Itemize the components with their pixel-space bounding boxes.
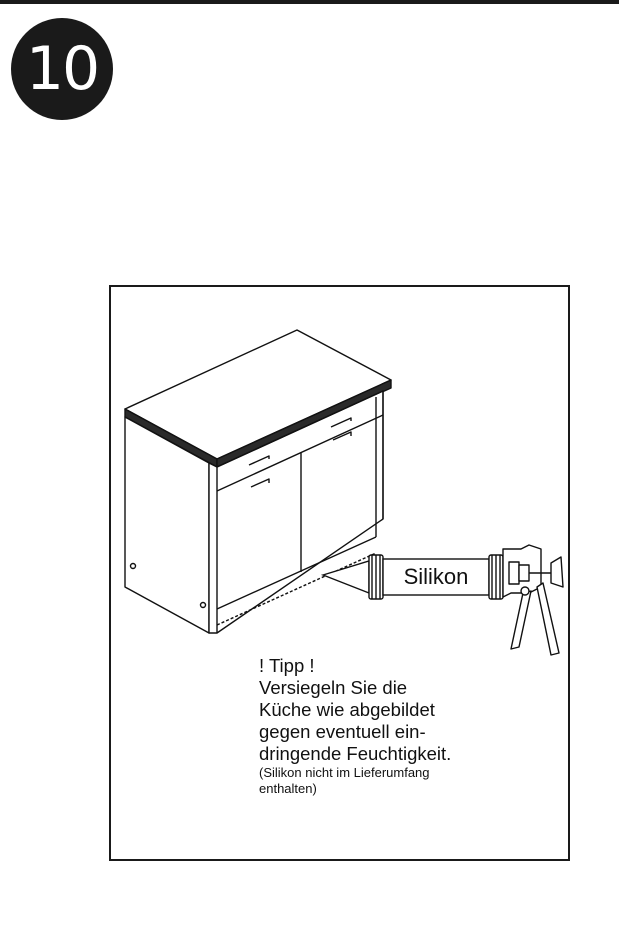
tube-label: Silikon <box>404 564 469 589</box>
kitchen-cabinet-icon <box>124 329 392 634</box>
tip-line: dringende Feuchtigkeit. <box>259 743 452 764</box>
tip-line: Küche wie abgebildet <box>259 699 435 720</box>
top-rule <box>0 0 619 4</box>
sealing-illustration: Silikon <box>124 329 564 656</box>
silicone-nozzle <box>320 560 370 595</box>
caulking-gun-icon <box>502 544 564 656</box>
silicone-tube-icon: Silikon <box>368 554 504 600</box>
tip-note-line: enthalten) <box>259 781 317 796</box>
tip-note-line: (Silikon nicht im Lieferumfang <box>259 765 430 780</box>
tip-text-block: ! Tipp ! Versiegeln Sie die Küche wie ab… <box>259 655 559 797</box>
step-number: 10 <box>25 34 100 104</box>
tip-line: gegen eventuell ein- <box>259 721 426 742</box>
tip-line: Versiegeln Sie die <box>259 677 408 698</box>
illustration-frame: Silikon ! Tipp ! Versiegeln Sie die Küch… <box>109 285 570 861</box>
step-number-badge: 10 <box>11 18 113 120</box>
tip-heading: ! Tipp ! <box>259 655 315 676</box>
